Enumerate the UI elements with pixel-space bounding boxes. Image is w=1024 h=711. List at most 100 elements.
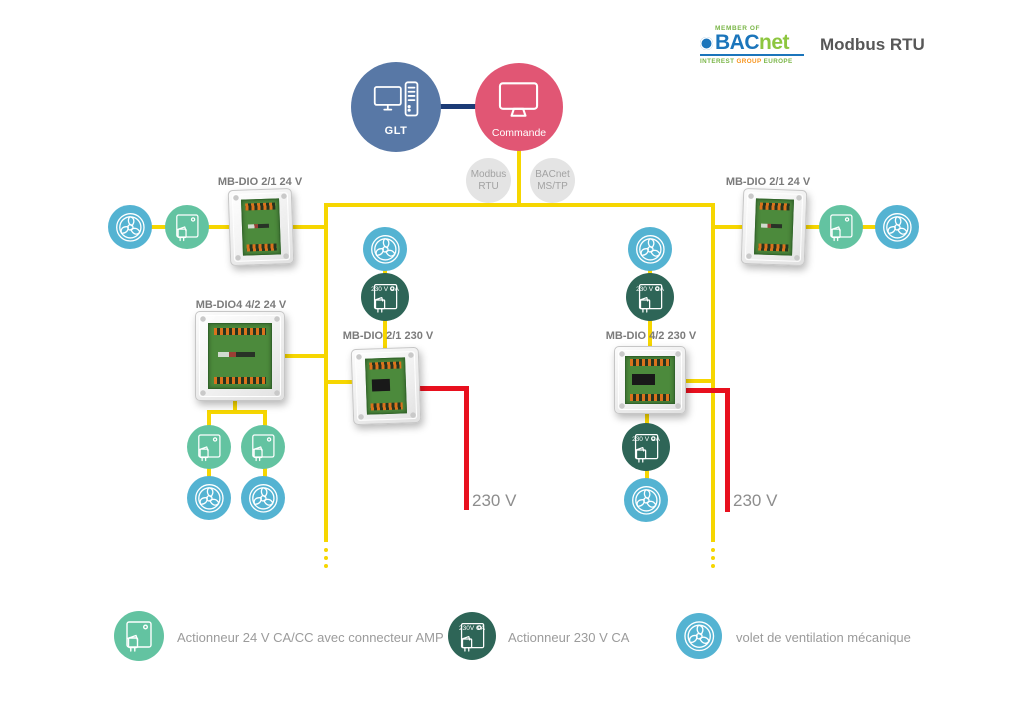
bus-continuation-dot: [324, 556, 328, 560]
power-wire-right-v: [725, 388, 730, 512]
logo-member-of: MEMBER OF: [715, 25, 761, 32]
actuator230-badge: 230 V CA: [371, 286, 399, 293]
lid-screws: [351, 347, 421, 425]
actuator230-badge: 230 V CA: [632, 436, 660, 443]
power-wire-center-h: [405, 386, 469, 391]
fan-icon: [635, 234, 665, 264]
lid-screws: [741, 188, 807, 266]
logo-net: net: [759, 31, 790, 54]
dio4-split-wire: [207, 410, 267, 414]
damper-node-dio4-2: [241, 476, 285, 520]
bus-wire-left: [324, 203, 328, 542]
fan-icon: [194, 483, 224, 513]
device-label-right-230v: MB-DIO 4/2 230 V: [605, 330, 697, 342]
damper-node-left: [108, 205, 152, 249]
lid-screws: [615, 347, 685, 413]
bus-continuation-dot: [711, 556, 715, 560]
glt-commande-link: [439, 104, 477, 109]
device-photo-right-230v: [614, 346, 686, 414]
legend-actuator230-icon-circle: 230V CA: [448, 612, 496, 660]
bus-continuation-dot: [324, 548, 328, 552]
bus-continuation-dot: [711, 564, 715, 568]
bus-wire-right: [711, 203, 715, 542]
actuator230-node-right-bottom: 230 V CA: [622, 423, 670, 471]
center-device-bus-wire: [326, 380, 362, 384]
device-label-center-230v: MB-DIO 2/1 230 V: [342, 330, 434, 342]
bus-continuation-dot: [711, 548, 715, 552]
damper-node-right: [875, 205, 919, 249]
actuator-icon: [175, 214, 199, 241]
actuator-icon: [251, 434, 275, 461]
legend-actuator24-icon-circle: [114, 611, 164, 661]
actuator-230v-icon: [373, 283, 398, 313]
actuator230-badge: 230 V CA: [636, 286, 664, 293]
power-wire-center-v: [464, 386, 469, 510]
modbus-label-line2: RTU: [478, 180, 499, 192]
subtitle-word: EUROPE: [763, 58, 793, 65]
subtitle-word: INTEREST: [700, 58, 735, 65]
right230-device-bus-wire: [676, 379, 715, 383]
glt-computer-icon: [373, 81, 419, 117]
device-label-dio4: MB-DIO4 4/2 24 V: [195, 299, 287, 311]
actuator-230v-icon: [460, 622, 485, 652]
protocol-node-bacnet: BACnet MS/TP: [530, 158, 575, 203]
bacnet-logo: MEMBER OF BAC net INTEREST GROUP EUROPE: [700, 25, 812, 65]
dio4-drop-wire: [233, 395, 237, 414]
commande-drop-wire: [517, 149, 521, 207]
legend-label-actuator24: Actionneur 24 V CA/CC avec connecteur AM…: [177, 630, 444, 645]
legend-label-damper: volet de ventilation mécanique: [736, 630, 911, 645]
actuator230-node-right-top: 230 V CA: [626, 273, 674, 321]
bacnet-label-line2: MS/TP: [537, 180, 568, 192]
bacnet-label-line1: BACnet: [535, 169, 570, 180]
bus-continuation-dot: [324, 564, 328, 568]
glt-node: GLT: [351, 62, 441, 152]
dio4-bus-wire: [270, 354, 326, 358]
fan-icon: [248, 483, 278, 513]
logo-bac: BAC: [715, 31, 760, 54]
fan-icon: [370, 234, 400, 264]
commande-node: Commande: [475, 63, 563, 151]
power-label-right: 230 V: [733, 491, 778, 510]
actuator-icon: [197, 434, 221, 461]
actuator-icon: [126, 621, 152, 652]
device-photo-left-24v: [227, 187, 295, 267]
logo-underline: [700, 54, 804, 56]
actuator-icon: [829, 214, 853, 241]
actuator-230v-icon: [634, 433, 659, 463]
fan-icon: [684, 621, 714, 651]
protocol-node-modbus: Modbus RTU: [466, 158, 511, 203]
glt-label: GLT: [384, 125, 408, 137]
actuator230-badge: 230V CA: [458, 625, 486, 632]
fan-icon: [631, 485, 661, 515]
modbus-label-line1: Modbus: [470, 169, 507, 180]
subtitle-word: GROUP: [736, 58, 762, 65]
device-label-right-24v: MB-DIO 2/1 24 V: [725, 176, 811, 188]
legend-label-actuator230: Actionneur 230 V CA: [508, 630, 630, 645]
device-photo-center-230v: [350, 346, 422, 426]
actuator230-node-center: 230 V CA: [361, 273, 409, 321]
actuator24-node-dio4-2: [241, 425, 285, 469]
damper-node-center-top: [363, 227, 407, 271]
device-photo-right-24v: [740, 187, 808, 267]
damper-node-right230-top: [628, 227, 672, 271]
commande-label: Commande: [491, 127, 547, 139]
logo-subtitle: INTEREST GROUP EUROPE: [700, 58, 812, 65]
device-photo-dio4: [195, 311, 285, 401]
actuator-230v-icon: [638, 283, 663, 313]
damper-node-right230-bottom: [624, 478, 668, 522]
device-label-left-24v: MB-DIO 2/1 24 V: [217, 176, 303, 188]
lid-screws: [228, 188, 294, 266]
actuator24-node-right: [819, 205, 863, 249]
power-label-left: 230 V: [472, 491, 517, 510]
actuator24-node-dio4-1: [187, 425, 231, 469]
actuator24-node-left: [165, 205, 209, 249]
page-title: Modbus RTU: [820, 35, 925, 54]
main-bus-wire: [324, 203, 715, 207]
fan-icon: [882, 212, 912, 242]
fan-icon: [115, 212, 145, 242]
power-wire-right-h: [670, 388, 730, 393]
monitor-icon: [499, 82, 539, 118]
ashrae-emblem-icon: [700, 36, 713, 50]
lid-screws: [196, 312, 284, 400]
